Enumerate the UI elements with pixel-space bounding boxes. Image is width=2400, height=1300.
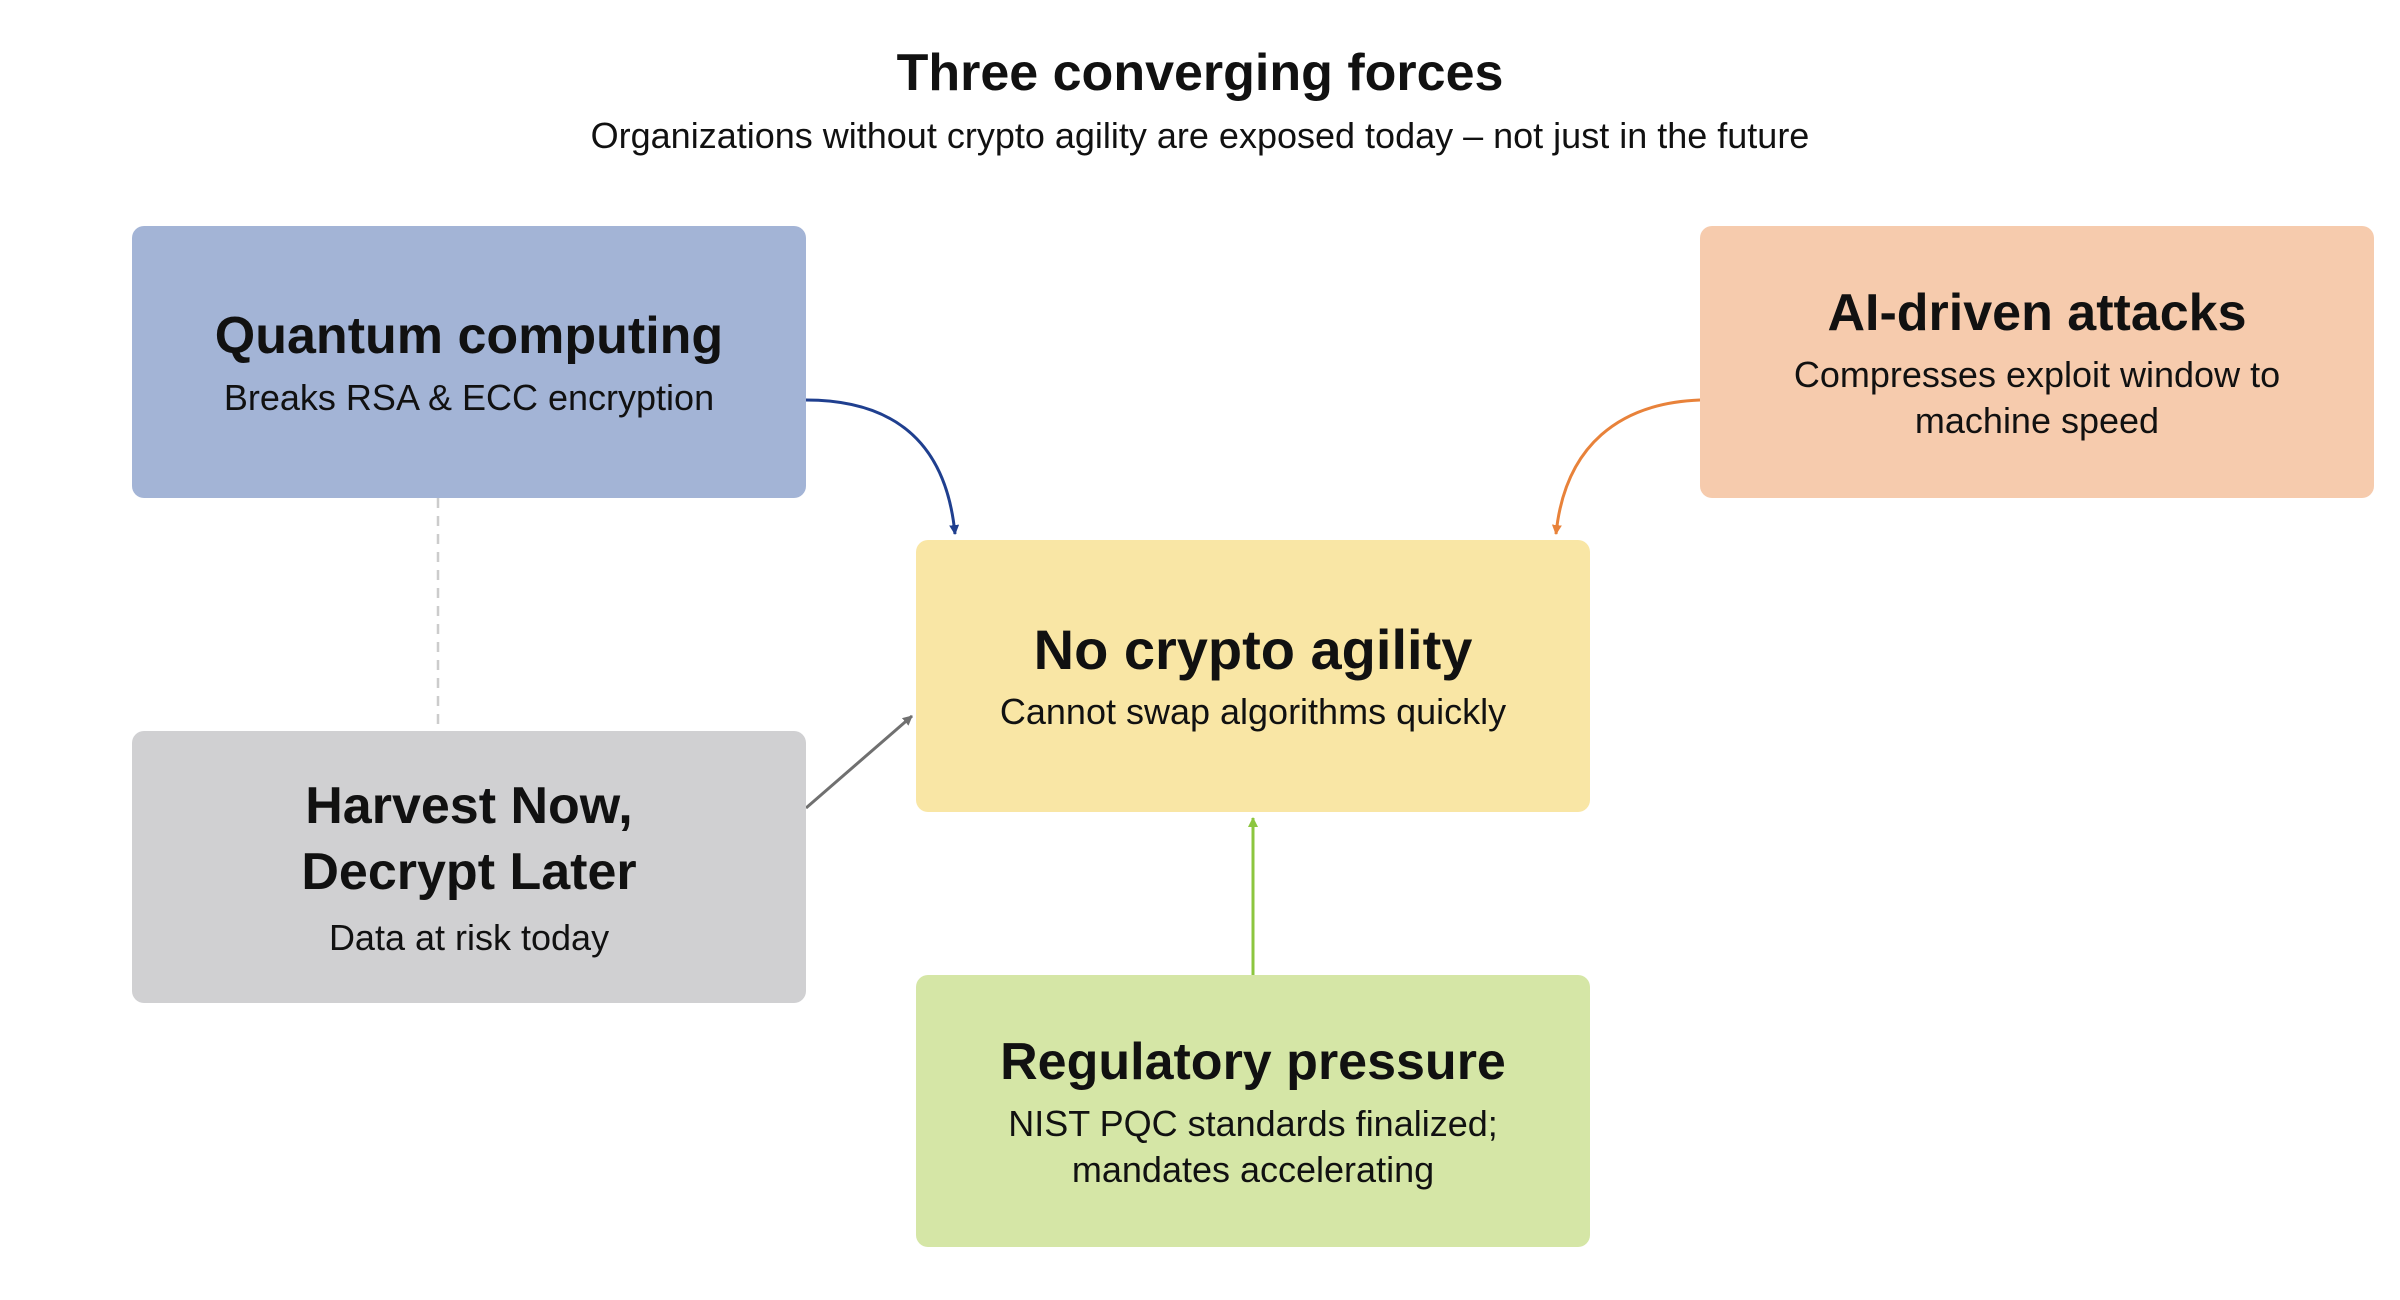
arrow-ai-to-center <box>1551 398 1701 535</box>
node-regulatory-desc: NIST PQC standards finalized; mandates a… <box>1008 1101 1498 1193</box>
node-quantum-desc: Breaks RSA & ECC encryption <box>223 377 715 418</box>
node-ai-title: AI-driven attacks <box>1827 284 2247 342</box>
node-quantum-title: Quantum computing <box>214 307 724 365</box>
node-harvest-now-decrypt-later: Harvest Now, Decrypt Later Data at risk … <box>132 731 806 1003</box>
node-regulatory-desc-line-2: mandates accelerating <box>1071 1149 1435 1190</box>
node-quantum-computing: Quantum computing Breaks RSA & ECC encry… <box>132 226 806 498</box>
node-harvest-desc: Data at risk today <box>328 917 610 958</box>
node-center-title: No crypto agility <box>1033 618 1473 681</box>
node-regulatory-title: Regulatory pressure <box>1000 1033 1506 1091</box>
arrow-quantum-to-center <box>805 398 960 535</box>
node-no-crypto-agility: No crypto agility Cannot swap algorithms… <box>916 540 1590 812</box>
diagram-subtitle: Organizations without crypto agility are… <box>590 115 1810 156</box>
node-ai-desc-line-1: Compresses exploit window to <box>1793 354 2281 395</box>
node-ai-desc: Compresses exploit window to machine spe… <box>1794 352 2280 444</box>
node-regulatory-pressure: Regulatory pressure NIST PQC standards f… <box>916 975 1590 1247</box>
node-harvest-title-line-2: Decrypt Later <box>301 843 637 901</box>
node-center-desc: Cannot swap algorithms quickly <box>999 691 1507 732</box>
node-harvest-title-line-1: Harvest Now, <box>305 777 633 835</box>
node-ai-desc-line-2: machine speed <box>1914 400 2160 441</box>
arrow-harvest-to-center <box>805 714 913 810</box>
diagram-title: Three converging forces <box>896 44 1504 102</box>
node-harvest-title: Harvest Now, Decrypt Later <box>301 773 636 905</box>
node-ai-driven-attacks: AI-driven attacks Compresses exploit win… <box>1700 226 2374 498</box>
node-regulatory-desc-line-1: NIST PQC standards finalized; <box>1008 1103 1498 1144</box>
